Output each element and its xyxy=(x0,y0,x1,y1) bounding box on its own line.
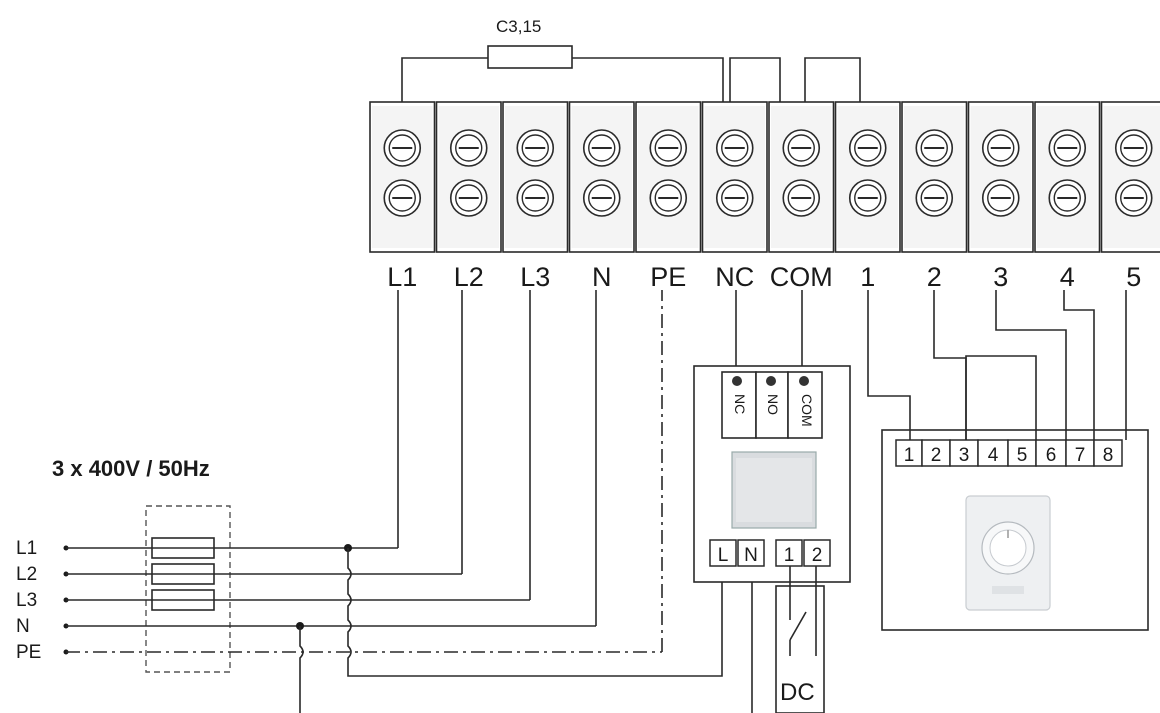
terminal-10 xyxy=(967,101,1034,253)
terminal-1 xyxy=(369,101,436,253)
terminal-label: PE xyxy=(650,262,686,292)
thermostat-terminal-label: 5 xyxy=(1017,445,1028,466)
terminal-11 xyxy=(1034,101,1101,253)
terminal-label: COM xyxy=(770,262,833,292)
thermostat-terminal-label: 2 xyxy=(931,445,942,466)
relay-contact-label: COM xyxy=(799,394,815,427)
terminal-label: L2 xyxy=(454,262,484,292)
supply-line-label: PE xyxy=(16,642,41,663)
terminal-12 xyxy=(1100,101,1160,253)
terminal-label: N xyxy=(592,262,612,292)
thermostat-terminal-label: 4 xyxy=(988,445,999,466)
supply-line-label: L3 xyxy=(16,590,37,611)
supply-line-label: L1 xyxy=(16,538,37,559)
terminal-block xyxy=(369,101,1160,253)
main-breaker xyxy=(145,505,231,673)
relay-contact-label: NO xyxy=(765,394,781,415)
thermostat-terminal-label: 7 xyxy=(1075,445,1086,466)
thermostat-terminal-label: 6 xyxy=(1046,445,1057,466)
terminal-label: 3 xyxy=(993,262,1008,292)
dc-label: DC xyxy=(780,679,815,706)
thermostat-terminal-label: 8 xyxy=(1103,445,1114,466)
terminal-label: 4 xyxy=(1060,262,1075,292)
terminal-5 xyxy=(635,101,702,253)
terminal-4 xyxy=(568,101,635,253)
terminal-label: 5 xyxy=(1126,262,1141,292)
supply-label: 3 x 400V / 50Hz xyxy=(52,456,210,481)
fuse-label: C3,15 xyxy=(496,17,541,36)
thermostat-terminal-label: 1 xyxy=(904,445,915,466)
relay-wires xyxy=(735,290,803,372)
relay-contact-label: NC xyxy=(732,394,748,414)
module-terminal-label: N xyxy=(744,545,758,566)
terminal-6 xyxy=(701,101,768,253)
module-terminal-label: 2 xyxy=(812,545,823,566)
terminal-2 xyxy=(435,101,502,253)
supply-line-label: L2 xyxy=(16,564,37,585)
fuse-bridge: C3,15 xyxy=(401,17,861,102)
terminal-9 xyxy=(901,101,968,253)
dc-contact: DC xyxy=(775,566,825,713)
module-terminal-label: 1 xyxy=(784,545,795,566)
fuse-symbol xyxy=(487,45,573,69)
thermostat-terminal-label: 3 xyxy=(959,445,970,466)
thermostat-wires xyxy=(867,290,1127,440)
terminal-labels: L1 L2 L3 N PE NC COM 1 2 3 4 5 xyxy=(387,262,1141,292)
supply-line-label: N xyxy=(16,616,30,637)
terminal-8 xyxy=(834,101,901,253)
terminal-label: 2 xyxy=(927,262,942,292)
supply-wires xyxy=(66,290,753,713)
terminal-label: L3 xyxy=(520,262,550,292)
terminal-7 xyxy=(768,101,835,253)
terminal-3 xyxy=(502,101,569,253)
terminal-label: L1 xyxy=(387,262,417,292)
module-terminal-label: L xyxy=(718,545,729,566)
terminal-label: 1 xyxy=(860,262,875,292)
terminal-label: NC xyxy=(715,262,754,292)
